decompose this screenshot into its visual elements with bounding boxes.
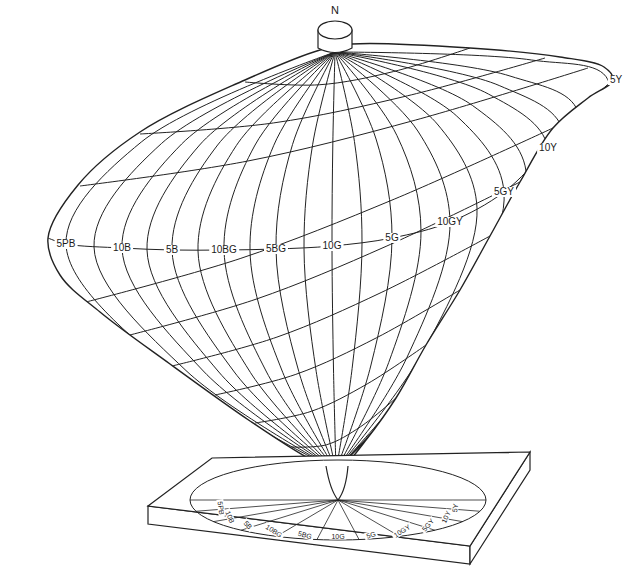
- value-band: [140, 58, 545, 134]
- value-band: [292, 398, 396, 447]
- hue-label: 5Y: [608, 75, 624, 85]
- dial-hue-label: 10G: [329, 533, 346, 540]
- dial-radial: [338, 500, 435, 530]
- hue-label: 5GY: [492, 187, 516, 197]
- meridian-line: [335, 52, 549, 470]
- solid-grid: [48, 48, 613, 470]
- meridian-line: [332, 52, 336, 470]
- dial-hue-label: 5GY: [419, 516, 436, 534]
- solid-outline: [48, 43, 613, 470]
- hue-label: 5B: [164, 245, 180, 255]
- value-band: [245, 48, 470, 85]
- meridian-line: [335, 52, 610, 470]
- hue-dial: [190, 460, 486, 540]
- dial-hue-label: 10B: [224, 508, 237, 526]
- meridian-line: [335, 52, 362, 470]
- meridian-line: [66, 52, 336, 470]
- meridian-line: [335, 52, 504, 470]
- pole-label: N: [331, 5, 339, 16]
- hue-label: 10GY: [435, 217, 465, 227]
- hue-label: 10G: [321, 241, 344, 251]
- meridian-line: [335, 52, 526, 470]
- hue-circle-line: [48, 80, 613, 250]
- value-band: [255, 345, 426, 423]
- hue-label: 10BG: [209, 245, 239, 255]
- dial-radial: [190, 500, 338, 501]
- dial-radial: [277, 500, 338, 536]
- meridian-line: [276, 52, 336, 470]
- meridian-line: [335, 52, 579, 470]
- hue-label: 5G: [383, 233, 400, 243]
- dial-hue-label: 10BG: [263, 522, 285, 540]
- solid-body: [48, 43, 613, 470]
- meridian-line: [335, 52, 564, 470]
- dial-hue-label: 5Y: [451, 502, 460, 515]
- dial-hue-label: 5B: [242, 518, 256, 532]
- hue-label: 10Y: [537, 143, 559, 153]
- hue-label: 10B: [111, 243, 133, 253]
- dial-radial: [241, 500, 338, 530]
- base-plinth: [148, 452, 530, 564]
- value-band: [126, 182, 520, 336]
- pole-cap: [318, 21, 352, 53]
- meridian-line: [147, 52, 336, 470]
- solid-stem: [326, 466, 348, 500]
- meridian-line: [94, 52, 336, 470]
- dial-radial: [338, 500, 486, 501]
- value-band: [86, 128, 553, 302]
- hue-label: 5BG: [264, 244, 288, 254]
- meridian-line: [335, 52, 392, 470]
- meridian-line: [335, 52, 477, 470]
- dial-hue-label: 5BG: [295, 529, 314, 541]
- hue-label: 5PB: [55, 239, 78, 249]
- meridian-line: [198, 52, 336, 470]
- meridian-line: [335, 52, 421, 470]
- dial-hue-label: 5G: [364, 529, 379, 539]
- meridian-line: [172, 52, 336, 470]
- value-band: [215, 290, 460, 395]
- value-band: [80, 68, 588, 186]
- dial-hue-label: 10GY: [391, 522, 413, 540]
- dial-hue-label: 5PB: [216, 499, 225, 517]
